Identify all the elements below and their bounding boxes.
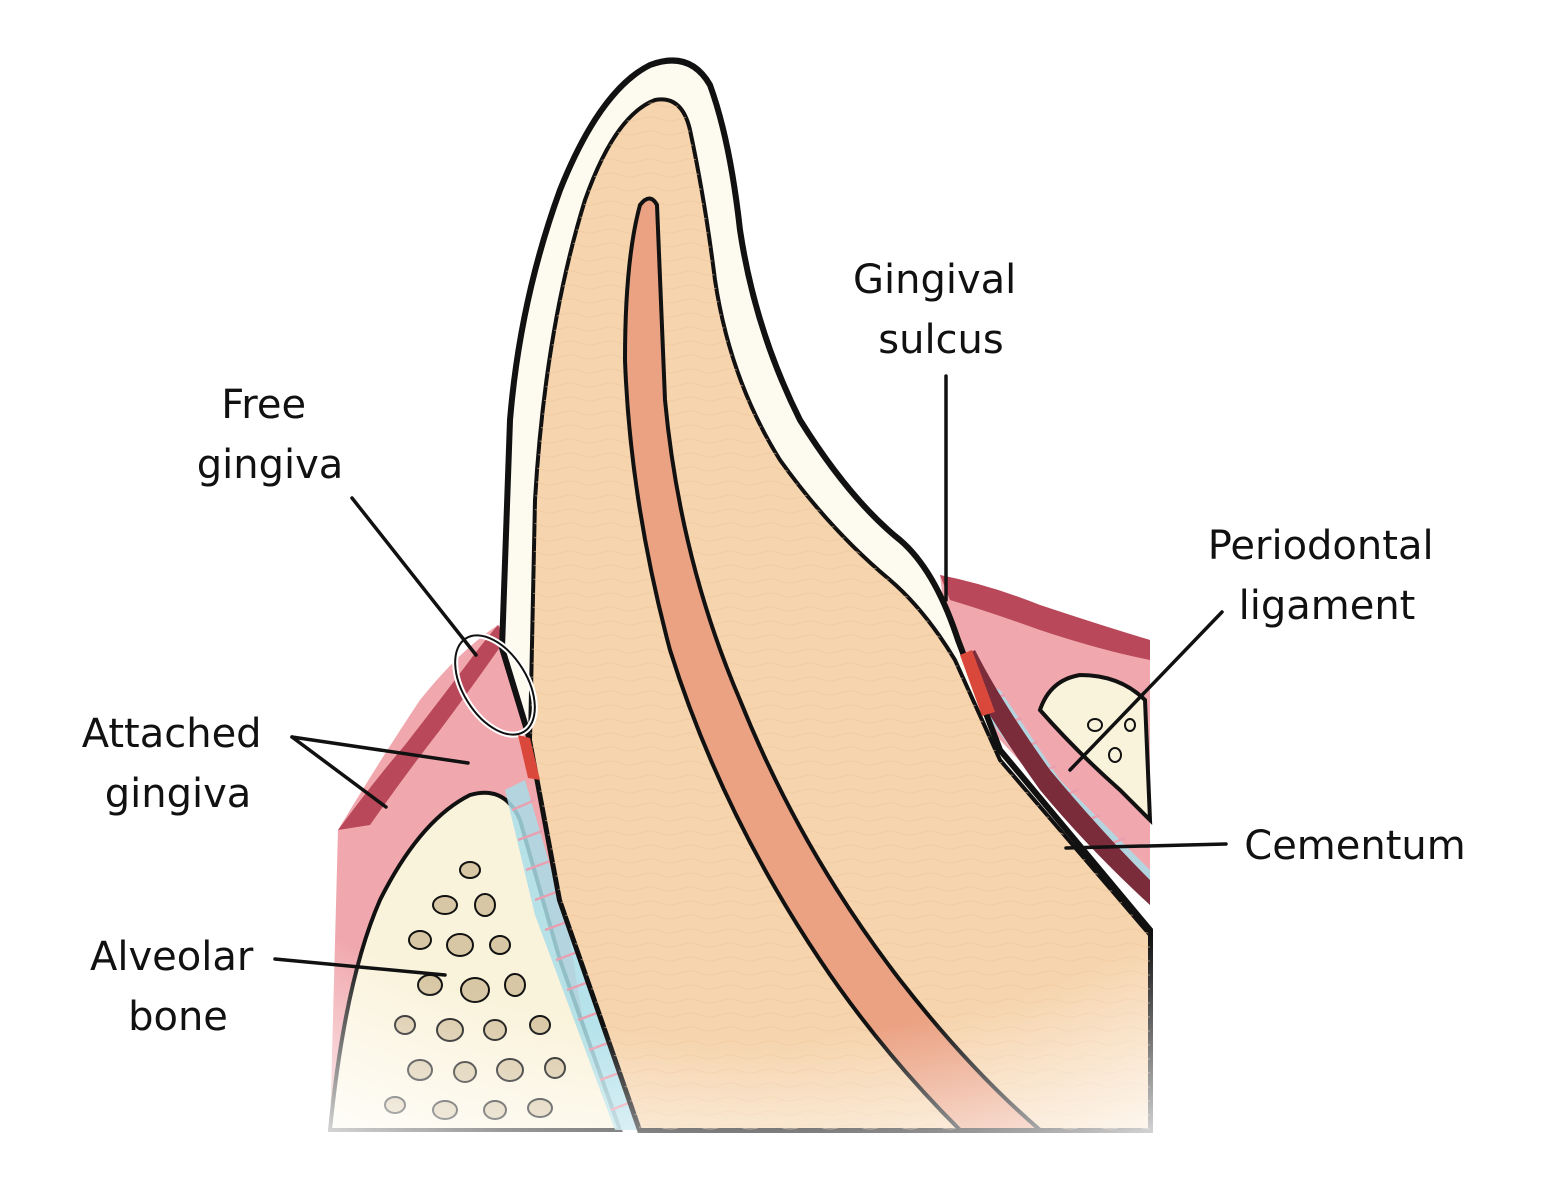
alveolar-bone-label: Alveolar bone [90, 934, 266, 1040]
free-gingiva-highlight-outline [454, 634, 536, 736]
right-bone-trabeculae [1087, 718, 1136, 763]
anatomy-artwork [327, 57, 1153, 1133]
dentin-texture [530, 99, 1150, 1130]
right-alveolar-bone [1037, 672, 1153, 826]
attached-gingiva-leader-a [290, 735, 470, 765]
periodontal-ligament-leader [1068, 610, 1224, 772]
tooth-pulp [622, 196, 1046, 1132]
right-gingiva-surface [940, 575, 1150, 660]
free-gingiva-label: Free gingiva [197, 382, 344, 488]
labels: Free gingiva Gingival sulcus Periodontal… [82, 257, 1466, 1040]
free-gingiva-leader [350, 496, 478, 657]
left-sulcus-accent [518, 735, 540, 780]
right-sulcus-accent [960, 650, 995, 716]
cementum-label: Cementum [1244, 823, 1465, 869]
left-gingiva-surface [338, 625, 505, 830]
leader-lines [273, 374, 1228, 977]
left-alveolar-bone [327, 790, 623, 1132]
alveolar-bone-leader [273, 957, 447, 977]
attached-gingiva-label: Attached gingiva [82, 711, 275, 817]
attached-gingiva-leader-b [290, 735, 388, 809]
right-cementum [958, 650, 1150, 905]
bone-trabeculae [384, 861, 566, 1120]
periodontal-ligament-label: Periodontal ligament [1208, 523, 1447, 629]
cementum-leader [1064, 842, 1228, 850]
gingival-sulcus-label: Gingival sulcus [853, 257, 1029, 363]
